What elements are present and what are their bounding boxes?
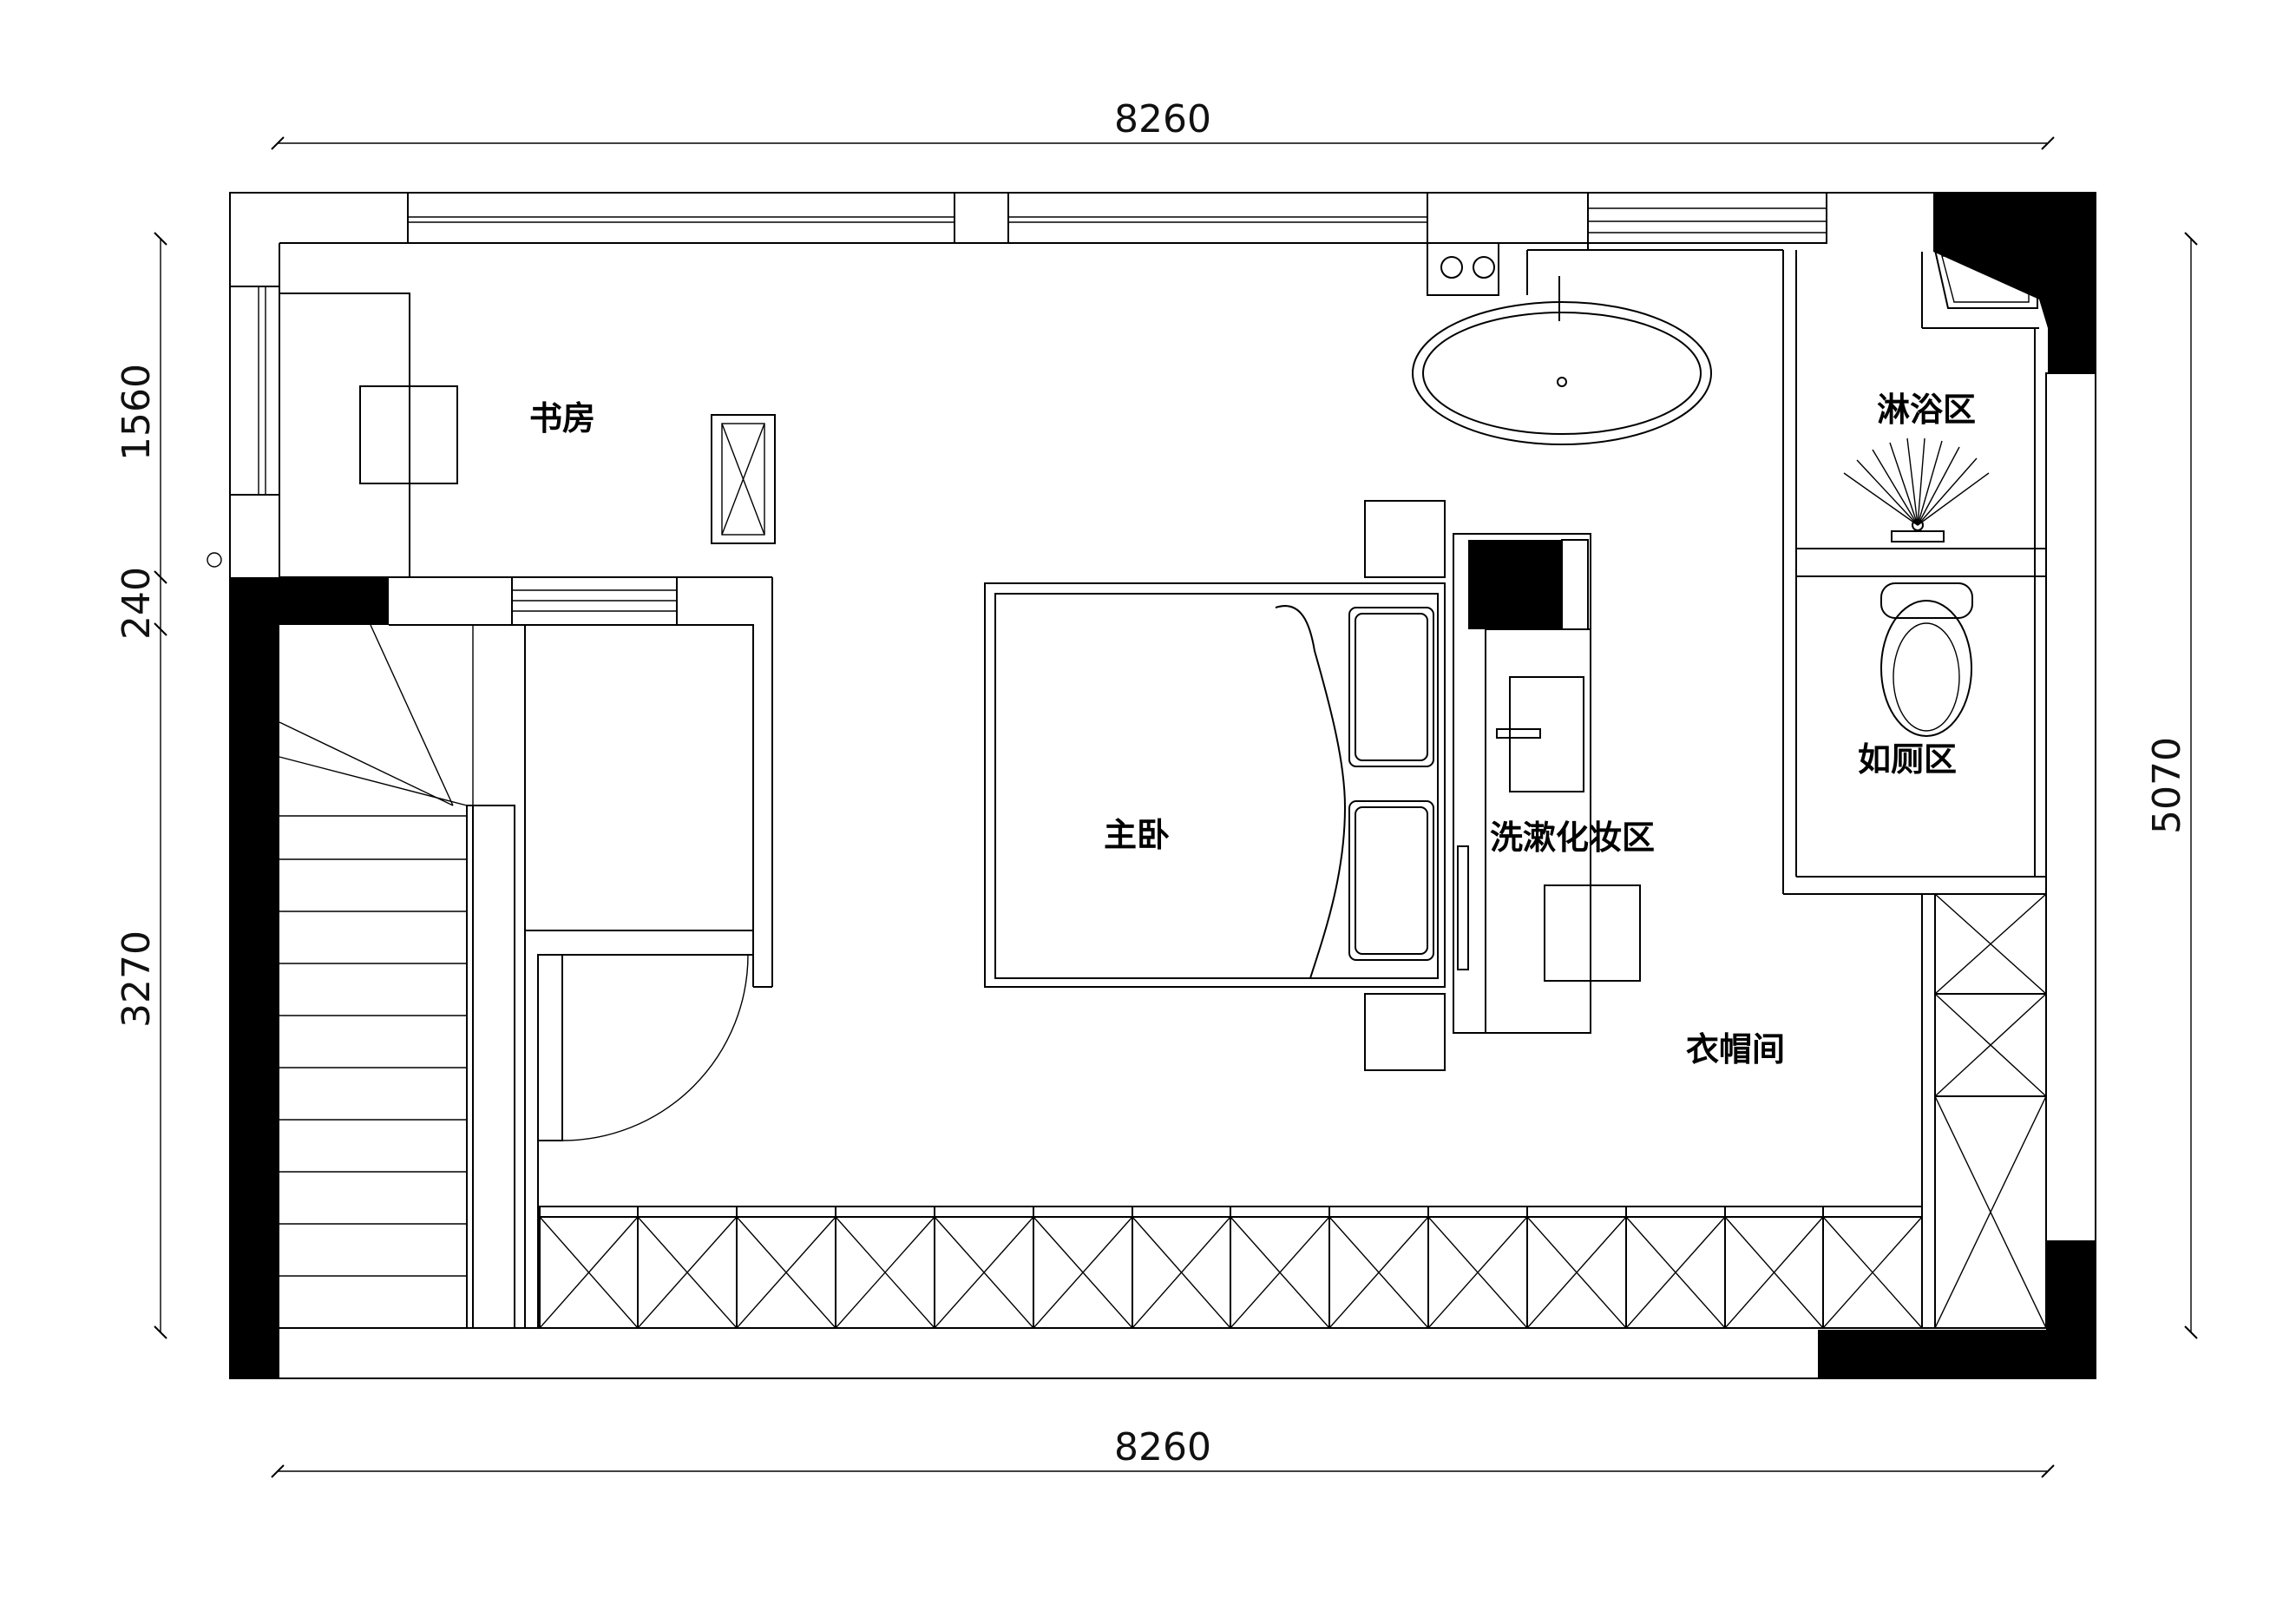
dimension-right: 5070 xyxy=(2145,232,2198,1339)
faucet-icon xyxy=(1496,728,1541,739)
toilet xyxy=(1880,582,1973,737)
shower-head-icon xyxy=(1843,437,1990,542)
dimension-left-upper-label: 1560 xyxy=(115,364,159,461)
door-swing-arc xyxy=(561,954,749,1141)
vanity-mirror-edge xyxy=(1457,845,1469,970)
bed-blanket xyxy=(1275,605,1347,979)
wardrobe-right xyxy=(1921,893,2047,1329)
study-partition xyxy=(389,576,773,988)
stair-treads xyxy=(279,858,467,1277)
master-bedroom: 主卧 xyxy=(984,500,1446,1071)
dimension-right-label: 5070 xyxy=(2145,737,2189,834)
bathtub-drain-icon xyxy=(1557,377,1567,387)
dimension-top-label: 8260 xyxy=(1114,97,1211,141)
study-chair xyxy=(359,385,458,484)
room-label-master-bedroom: 主卧 xyxy=(1104,816,1170,854)
room-label-toilet: 如厕区 xyxy=(1858,740,1957,779)
bath-fixture-box xyxy=(1427,242,1499,296)
bed-frame xyxy=(984,582,1446,988)
toilet-tank xyxy=(1880,582,1973,619)
pillow-upper xyxy=(1348,607,1434,767)
bathtub xyxy=(1412,301,1712,445)
bathroom-walls xyxy=(1782,249,2047,895)
study-marker-icon xyxy=(207,552,222,568)
wall-column-bottom-right xyxy=(1818,1241,2096,1378)
wardrobe-bottom xyxy=(539,1206,1923,1329)
nightstand-top xyxy=(1364,500,1446,578)
room-label-study: 书房 xyxy=(529,399,595,437)
dimension-left: 1560 240 3270 xyxy=(115,232,167,1339)
door-leaf xyxy=(537,954,563,1141)
dimension-top: 8260 xyxy=(271,97,2055,150)
dimension-left-middle-label: 240 xyxy=(115,567,159,640)
study-cabinet xyxy=(711,414,776,544)
door xyxy=(537,954,753,1328)
bathtub-area xyxy=(1412,242,1783,445)
wall-column-top-right xyxy=(1933,193,2096,373)
pillow-lower xyxy=(1348,800,1434,961)
vanity-area: 洗漱化妆区 xyxy=(1453,533,1655,1034)
shower-toilet-partition xyxy=(1795,548,2047,577)
dimension-bottom-label: 8260 xyxy=(1114,1425,1211,1469)
stair-landing xyxy=(524,624,754,931)
bed-mattress xyxy=(994,593,1439,979)
vanity-sink xyxy=(1509,676,1584,792)
room-label-vanity: 洗漱化妆区 xyxy=(1490,819,1655,857)
study-area: 书房 xyxy=(207,293,776,578)
stair-handrail xyxy=(466,805,515,1329)
wall-column-left xyxy=(230,577,389,1378)
vanity-cabinet-block xyxy=(1468,540,1562,629)
dimension-left-lower-label: 3270 xyxy=(115,930,159,1028)
vanity-stool xyxy=(1544,884,1641,982)
study-desk xyxy=(279,293,410,578)
toilet-bowl xyxy=(1880,600,1972,737)
shower-shelf xyxy=(1933,249,2038,309)
staircase xyxy=(279,624,754,1329)
room-label-cloakroom: 衣帽间 xyxy=(1686,1030,1785,1068)
dimension-bottom: 8260 xyxy=(271,1425,2055,1478)
nightstand-bottom xyxy=(1364,993,1446,1071)
outer-walls xyxy=(229,192,2096,1379)
room-label-shower: 淋浴区 xyxy=(1877,391,1976,429)
